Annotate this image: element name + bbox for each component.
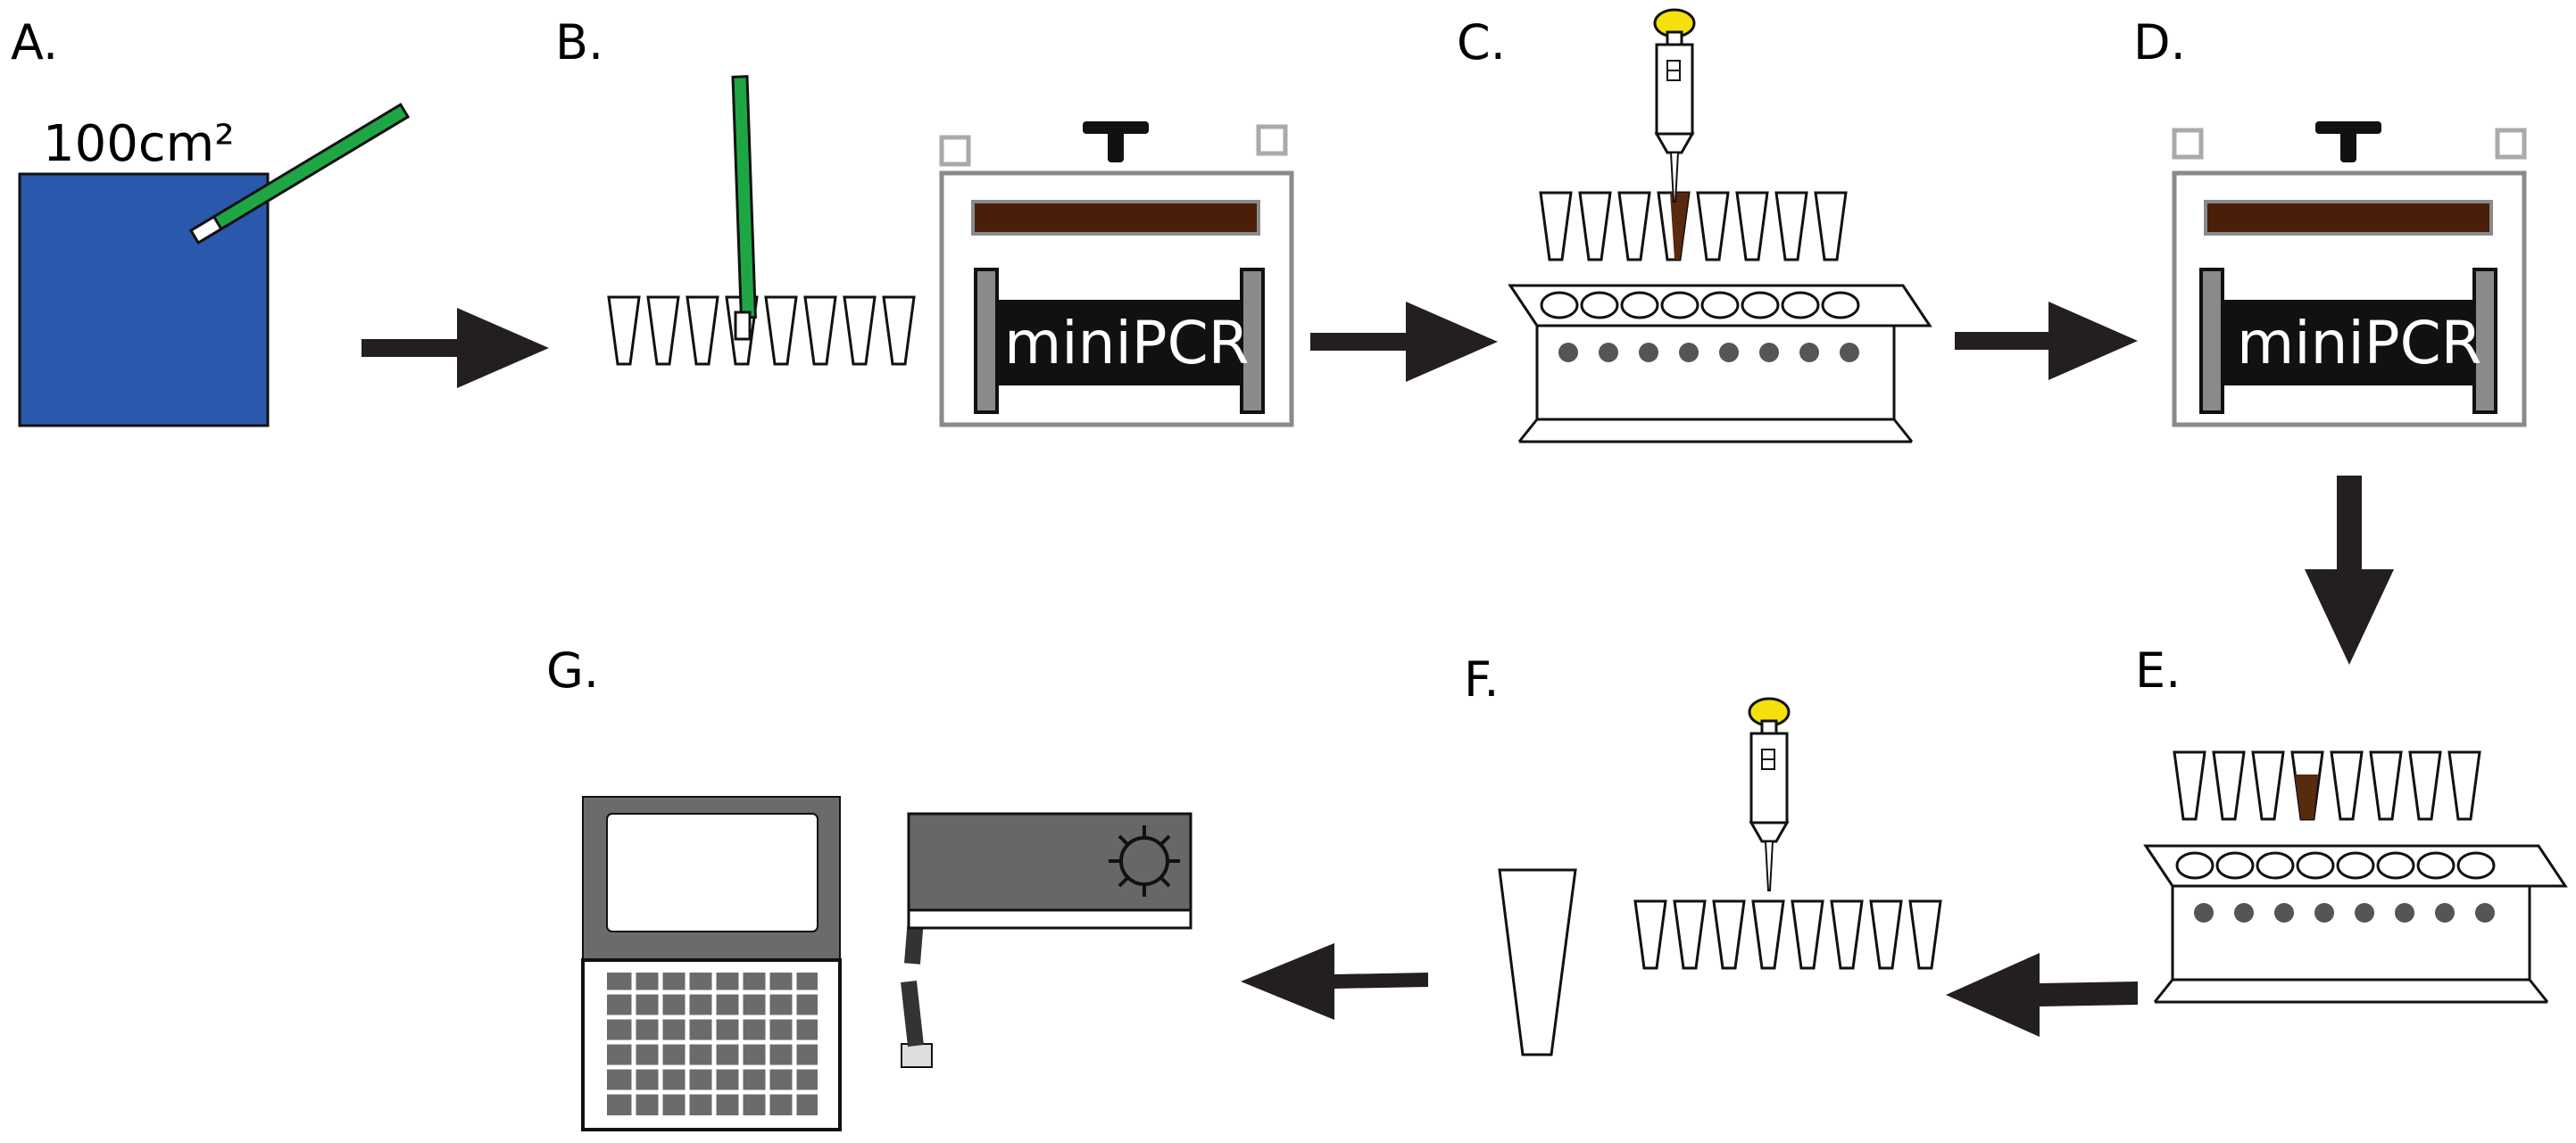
step-e: E. <box>2135 642 2567 1004</box>
step-label-d: D. <box>2133 14 2186 70</box>
swab-icon <box>731 75 757 341</box>
arrow-icon <box>1241 943 1428 1020</box>
arrow-icon <box>1946 953 2138 1037</box>
step-label-f: F. <box>1464 651 1500 708</box>
arrow-icon <box>1310 302 1498 382</box>
tube-rack-icon <box>1508 284 1932 443</box>
single-tube-icon <box>1498 868 1577 1056</box>
pcr-tube-strip-icon <box>1539 191 1848 261</box>
sun-icon <box>1109 825 1180 897</box>
step-label-c: C. <box>1457 14 1506 70</box>
swab-icon <box>188 103 411 245</box>
step-f: F. <box>1464 651 1942 1056</box>
minipcr-thermocycler-icon: miniPCR <box>2172 121 2527 427</box>
step-d: D. miniPCR <box>2133 14 2527 427</box>
pipette-icon <box>1748 697 1791 892</box>
pipette-icon <box>1653 8 1696 203</box>
sequencer-device-icon <box>907 812 1192 930</box>
minipcr-thermocycler-icon: miniPCR <box>939 121 1294 427</box>
step-label-e: E. <box>2135 642 2181 699</box>
arrow-icon <box>2305 476 2394 665</box>
step-c: C. <box>1457 8 1932 443</box>
step-label-g: G. <box>546 642 599 699</box>
thermocycler-label: miniPCR <box>1004 309 1250 377</box>
step-b: B. <box>555 14 916 366</box>
tube-rack-icon <box>2144 844 2567 1004</box>
step-label-b: B. <box>555 14 603 70</box>
arrow-icon <box>1955 302 2138 380</box>
thermocycler-label: miniPCR <box>2237 309 2482 377</box>
pcr-tube-strip-icon <box>607 295 916 366</box>
arrows <box>361 302 2394 1037</box>
step-g: G. <box>546 642 1192 1131</box>
laptop-icon <box>581 796 842 1131</box>
arrow-icon <box>361 308 549 388</box>
pcr-tube-strip-icon <box>1633 899 1942 970</box>
surface-area-label: 100cm² <box>43 115 235 173</box>
step-label-a: A. <box>11 14 58 70</box>
step-a: A. 100cm² <box>11 14 411 427</box>
pcr-tube-strip-icon <box>2173 750 2481 821</box>
